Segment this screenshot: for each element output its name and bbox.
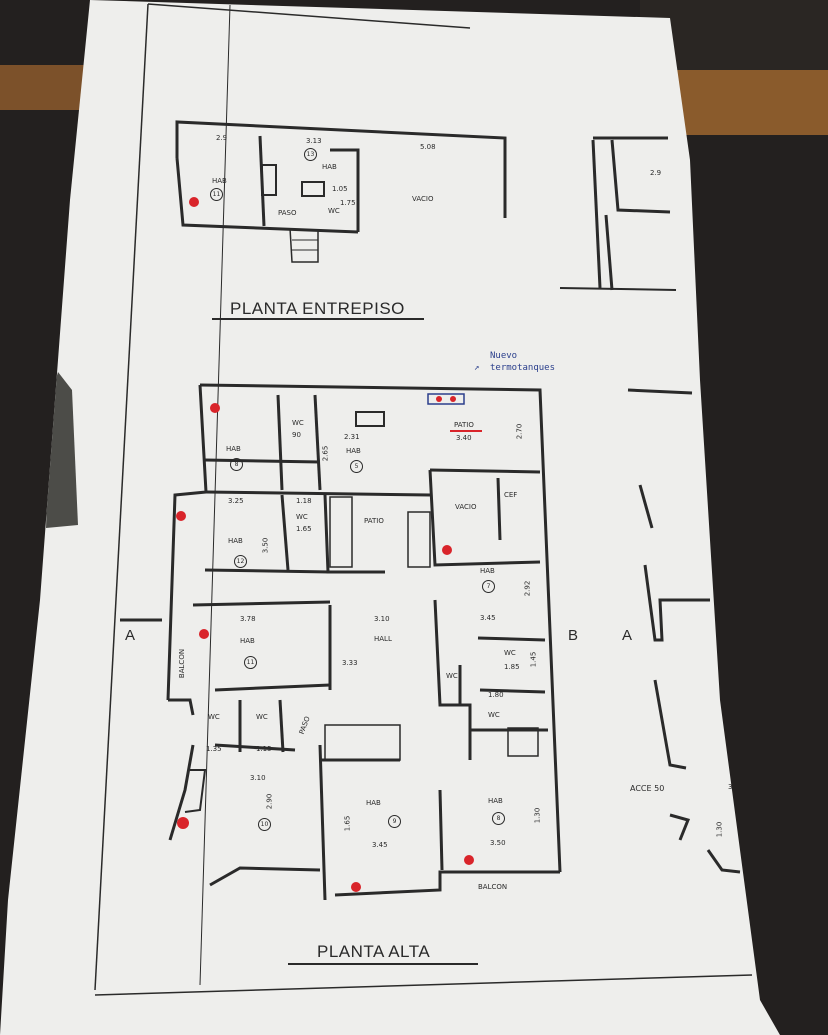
- dimension-label: 3.45: [480, 614, 496, 622]
- room-number: 8: [492, 812, 505, 825]
- room-number: 12: [234, 555, 247, 568]
- dimension-label: 1.30: [533, 807, 542, 824]
- dimension-label: 3.13: [306, 137, 322, 145]
- room-label: WC: [208, 713, 220, 721]
- room-label: VACIO: [455, 503, 477, 511]
- dimension-label: 3.10: [374, 615, 390, 623]
- dimension-label: 1.85: [504, 663, 520, 671]
- room-label: WC: [488, 711, 500, 719]
- room-label: HAB: [366, 799, 381, 807]
- annotation: 3.1: [728, 783, 740, 791]
- title-planta-alta: PLANTA ALTA: [317, 942, 431, 961]
- dimension-label: 1.80: [488, 691, 504, 699]
- dimension-label: 3.40: [456, 434, 472, 442]
- section-marker-a: A: [125, 627, 136, 644]
- room-label: WC: [446, 672, 458, 680]
- dimension-label: 2.9: [650, 169, 662, 177]
- dimension-label: 3.10: [250, 774, 266, 782]
- dimension-label: 90: [292, 431, 301, 439]
- dimension-label: 2.90: [265, 793, 274, 810]
- annotation: ACCE 50: [630, 784, 665, 793]
- dimension-label: 1.05: [332, 185, 348, 193]
- room-number: 11: [210, 188, 223, 201]
- room-label: WC: [504, 649, 516, 657]
- dimension-label: 1.65: [343, 815, 352, 832]
- room-label: HAB: [346, 447, 361, 455]
- room-label: WC: [256, 713, 268, 721]
- dimension-label: 1.65: [296, 525, 312, 533]
- dimension-label: 5.08: [420, 143, 436, 151]
- room-label: HAB: [240, 637, 255, 645]
- note-text: Nuevo: [490, 351, 518, 361]
- room-label: PATIO: [364, 517, 384, 525]
- room-number: 7: [482, 580, 495, 593]
- table-surface-left: [0, 65, 90, 110]
- ink-stain: [46, 372, 78, 528]
- dimension-label: 1.18: [296, 497, 312, 505]
- room-label: WC: [296, 513, 308, 521]
- dimension-label: 1.15: [256, 745, 272, 753]
- dimension-label: 2.70: [515, 423, 524, 440]
- section-marker-b: B: [568, 627, 579, 644]
- room-label: HAB: [480, 567, 495, 575]
- room-label: HAB: [212, 177, 227, 185]
- room-label: CEF: [504, 491, 518, 499]
- room-label: HAB: [322, 163, 337, 171]
- room-number: 8: [230, 458, 243, 471]
- room-label: WC: [292, 419, 304, 427]
- dimension-label: 1.45: [529, 651, 538, 668]
- dimension-label: 2.92: [523, 580, 532, 597]
- room-label: BALCON: [178, 648, 187, 679]
- dimension-label: 2.65: [321, 445, 330, 462]
- room-label: PASO: [278, 209, 297, 217]
- dimension-label: 1.75: [340, 199, 356, 207]
- room-number: 9: [388, 815, 401, 828]
- dimension-label: 3.50: [490, 839, 506, 847]
- room-label: WC: [328, 207, 340, 215]
- dimension-label: 3.78: [240, 615, 256, 623]
- room-label: HAB: [228, 537, 243, 545]
- section-marker-a: A: [622, 627, 633, 644]
- dimension-label: 2.31: [344, 433, 360, 441]
- room-label: HALL: [374, 635, 392, 643]
- room-label: PATIO: [454, 421, 474, 429]
- annotation: 1.30: [715, 821, 724, 838]
- note-text: termotanques: [490, 363, 556, 373]
- dimension-label: 3.50: [261, 537, 270, 554]
- dimension-label: 3.45: [372, 841, 388, 849]
- room-number: 5: [350, 460, 363, 473]
- room-number: 13: [304, 148, 317, 161]
- walls: [94, 3, 753, 996]
- room-label: HAB: [226, 445, 241, 453]
- dimension-label: 2.9: [216, 134, 228, 142]
- dimension-label: 3.33: [342, 659, 358, 667]
- room-number: 10: [258, 818, 271, 831]
- dimension-label: 1.35: [206, 745, 222, 753]
- room-label: VACIO: [412, 195, 434, 203]
- title-underline: [288, 963, 478, 965]
- room-number: 11: [244, 656, 257, 669]
- note-arrow: ↗: [474, 363, 480, 373]
- room-label: HAB: [488, 797, 503, 805]
- red-markers: [176, 197, 482, 892]
- dimension-label: 3.25: [228, 497, 244, 505]
- title-planta-entrepiso: PLANTA ENTREPISO: [230, 299, 405, 318]
- room-label: BALCON: [478, 883, 508, 891]
- title-underline: [212, 318, 424, 320]
